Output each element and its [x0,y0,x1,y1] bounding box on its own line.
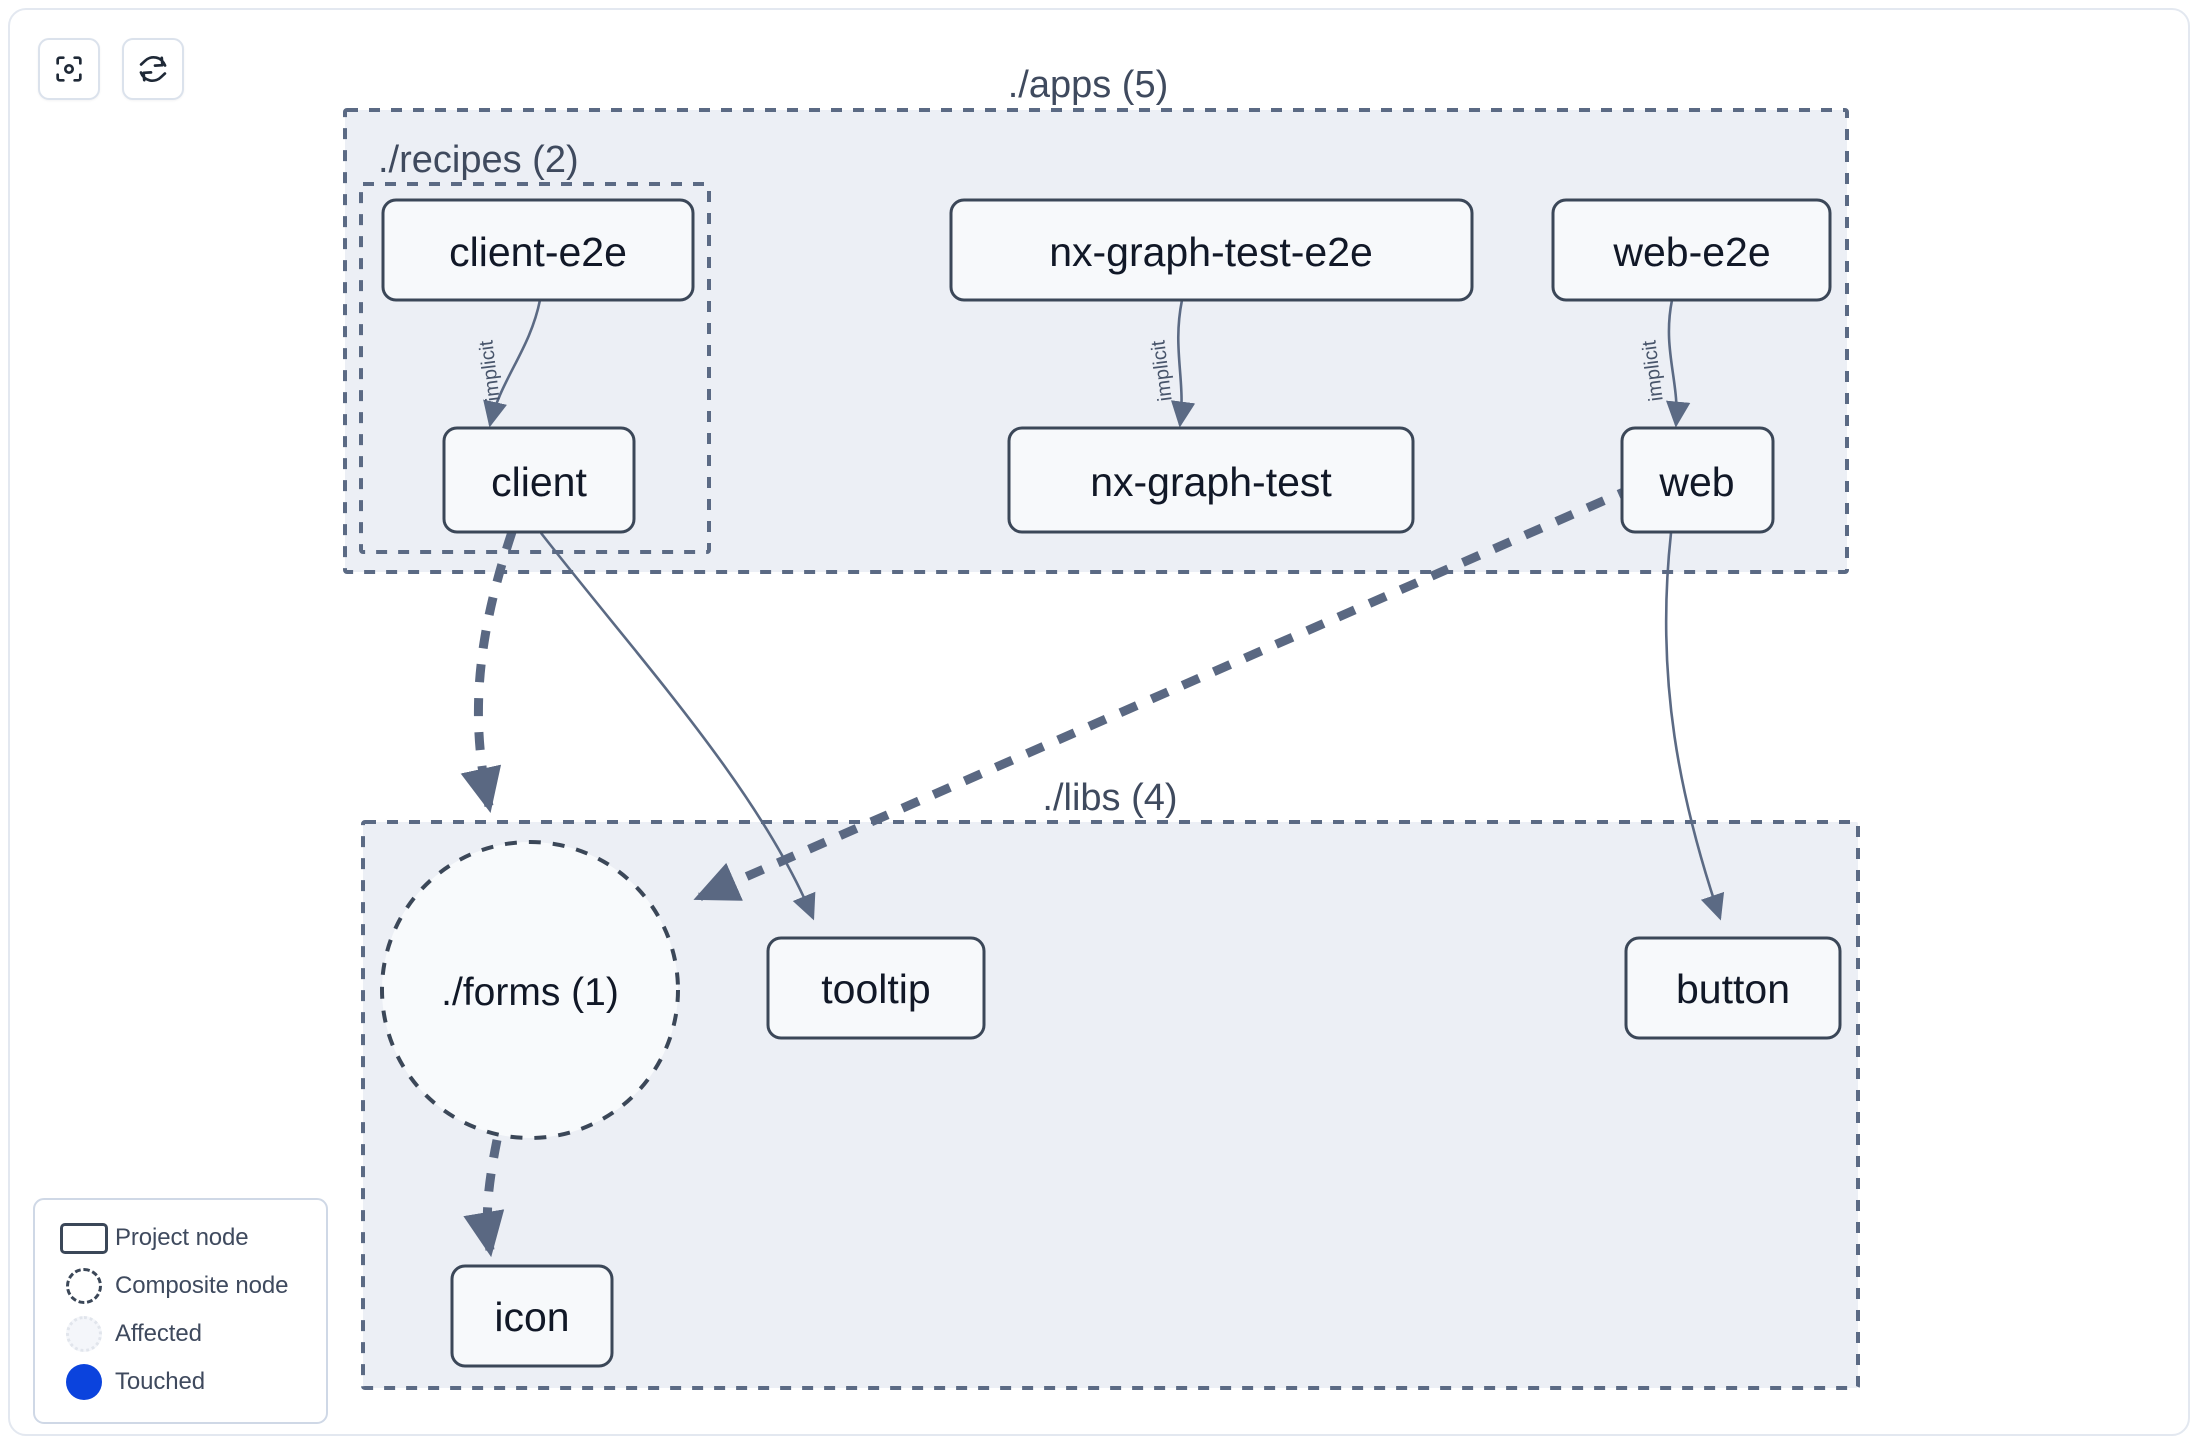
node-nx-graph-test[interactable]: nx-graph-test [1007,426,1415,534]
node-forms-composite[interactable]: ./forms (1) [380,840,680,1140]
node-nx-graph-test-box [1007,426,1415,534]
affected-swatch [53,1316,115,1352]
legend-item-affected: Affected [53,1310,308,1358]
group-apps-label: ./apps (5) [1008,64,1169,106]
edge-forms-to-icon[interactable] [463,1139,505,1258]
edge-web-to-button[interactable] [1664,532,1725,921]
node-button-label: button [1676,966,1790,1012]
edge-client-to-tooltip[interactable] [539,532,816,921]
node-button-box [1624,936,1842,1040]
node-client[interactable]: client [442,426,636,534]
node-nx-graph-test-e2e[interactable]: nx-graph-test-e2e [949,198,1474,302]
node-forms-label: ./forms (1) [441,971,619,1014]
legend-label-affected: Affected [115,1320,202,1347]
node-web[interactable]: web [1620,426,1775,534]
node-forms-circle [380,840,680,1140]
node-web-label: web [1658,459,1734,505]
project-node-swatch [53,1222,115,1254]
node-web-e2e-box [1551,198,1832,302]
legend-label-project-node: Project node [115,1224,249,1251]
group-libs-label: ./libs (4) [1042,777,1177,819]
group-libs[interactable]: ./libs (4) [361,777,1860,1390]
node-client-e2e-box [381,198,695,302]
touched-swatch [53,1364,115,1400]
legend-label-touched: Touched [115,1368,206,1395]
node-web-e2e-label: web-e2e [1612,229,1770,275]
node-tooltip-box [766,936,986,1040]
graph-legend: Project node Composite node Affected Tou… [33,1198,328,1424]
node-client-e2e[interactable]: client-e2e [381,198,695,302]
graph-toolbar [38,38,184,100]
legend-item-composite-node: Composite node [53,1262,308,1310]
node-icon-box [450,1264,614,1368]
node-nx-graph-test-e2e-box [949,198,1474,302]
group-recipes-label: ./recipes (2) [378,139,579,181]
node-button[interactable]: button [1624,936,1842,1040]
refresh-icon [136,52,170,86]
legend-item-project-node: Project node [53,1214,308,1262]
node-icon-label: icon [494,1294,569,1340]
focus-graph-button[interactable] [38,38,100,100]
node-nx-graph-test-e2e-label: nx-graph-test-e2e [1049,229,1373,275]
composite-node-swatch [53,1268,115,1304]
node-tooltip[interactable]: tooltip [766,936,986,1040]
node-tooltip-label: tooltip [821,966,930,1012]
node-nx-graph-test-label: nx-graph-test [1090,459,1332,505]
node-client-label: client [491,459,587,505]
edge-web-to-forms[interactable] [693,482,1637,902]
node-icon[interactable]: icon [450,1264,614,1368]
node-web-e2e[interactable]: web-e2e [1551,198,1832,302]
node-web-box [1620,426,1775,534]
focus-target-icon [52,52,86,86]
group-libs-box [361,820,1860,1390]
legend-item-touched: Touched [53,1358,308,1406]
edge-client-to-forms[interactable] [460,530,517,814]
legend-label-composite-node: Composite node [115,1272,289,1299]
refresh-graph-button[interactable] [122,38,184,100]
node-client-box [442,426,636,534]
node-client-e2e-label: client-e2e [449,229,627,275]
